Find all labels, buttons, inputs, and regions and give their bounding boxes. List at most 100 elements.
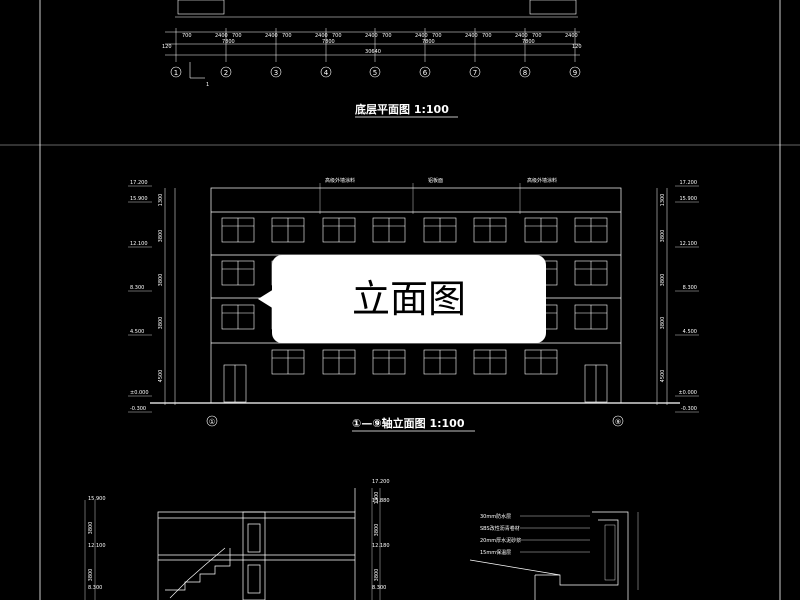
level-label: ±0.000 [130, 390, 149, 396]
bay-dim: 700 [182, 33, 192, 39]
elevation-axes: ① ⑨ [206, 415, 624, 427]
plan-overall-dimension: 30640 [365, 49, 381, 55]
level-label: 12.100 [130, 241, 148, 247]
section-view: 15.900 12.100 8.300 17.200 15.880 12.180 8.30… [84, 479, 390, 600]
level-label: 4.500 [683, 329, 697, 335]
axis-label: 8 [523, 69, 527, 77]
bay-dim: 700 [232, 33, 242, 39]
plan-title: 底层平面图 1:100 [355, 102, 449, 116]
story-dim: 4500 [660, 370, 666, 383]
bay-dim: 700 [532, 33, 542, 39]
bay-dim: 2400 [265, 33, 278, 39]
level-label: 8.300 [683, 285, 697, 291]
story-dim: 3800 [158, 317, 164, 330]
level-label: 15.900 [680, 196, 698, 202]
level-label: 15.880 [372, 498, 390, 504]
axis-label: 4 [324, 69, 329, 77]
level-label: 12.180 [372, 543, 390, 549]
axis-bubble [170, 66, 182, 78]
axis-bubble [220, 66, 232, 78]
level-label: 8.300 [372, 585, 386, 591]
axis-label: 2 [224, 69, 228, 77]
plan-edge-right: 120 [572, 44, 582, 50]
story-dim: 3800 [158, 230, 164, 243]
bay-dim: 2400 [315, 33, 328, 39]
story-dim: 3800 [660, 274, 666, 287]
level-label: 8.300 [130, 285, 144, 291]
elevation-callout-badge: 立面图 [272, 255, 546, 343]
axis-bubble [469, 66, 481, 78]
level-label: 17.200 [130, 180, 148, 186]
section-levels-right: 17.200 15.880 12.180 8.300 [372, 479, 390, 591]
plan-edge-left: 120 [162, 44, 172, 50]
axis-label: 6 [423, 69, 428, 77]
section-dims-left: 3800 3800 [88, 522, 94, 582]
material-note: 铝板面 [428, 177, 443, 184]
bay-dim: 700 [432, 33, 442, 39]
story-dim: 3800 [158, 274, 164, 287]
entrance-doors [223, 364, 608, 403]
level-label: 4.500 [130, 329, 144, 335]
level-label: 15.900 [130, 196, 148, 202]
levels-left: 17.200 15.900 12.100 8.300 4.500 ±0.000 -0.300 [128, 180, 152, 413]
story-dimensions: 1300 1300 3800 3800 3800 3800 3800 3800 4500 4500 [158, 194, 666, 383]
bay-dim: 2400 [215, 33, 228, 39]
level-label: 8.300 [88, 585, 102, 591]
module-dim: 7800 [322, 39, 335, 45]
axis-bubble [270, 66, 282, 78]
axis-bubble [569, 66, 581, 78]
level-label: -0.300 [130, 406, 146, 412]
module-dim: 7800 [522, 39, 535, 45]
story-dim: 3800 [660, 317, 666, 330]
callout-pointer [258, 289, 274, 309]
plan-dimension-ticks [175, 28, 576, 62]
bay-dim: 2400 [365, 33, 378, 39]
detail-note: SBS改性沥青卷材 [480, 525, 520, 532]
bay-dim: 700 [282, 33, 292, 39]
section-dim: 3800 [88, 522, 94, 535]
story-dim: 3800 [660, 230, 666, 243]
plan-module-dimensions: 7800 7800 7800 7800 [222, 39, 535, 45]
axis-label: 7 [473, 69, 477, 77]
bay-dim: 700 [482, 33, 492, 39]
axis-label: 5 [373, 69, 377, 77]
axis-bubble [419, 66, 431, 78]
bay-dim: 2400 [415, 33, 428, 39]
bay-dim: 2400 [465, 33, 478, 39]
axis-bubble [519, 66, 531, 78]
story-dim: 1300 [660, 194, 666, 207]
plan-section-mark: 1 [206, 82, 209, 88]
axis-label: 1 [174, 69, 178, 77]
module-dim: 7800 [222, 39, 235, 45]
section-dim: 3800 [88, 569, 94, 582]
axis-label: 3 [274, 69, 278, 77]
level-label: ±0.000 [678, 390, 697, 396]
plan-bay-dimensions: 700 2400 700 2400 700 2400 700 2400 700 2400 700 24… [182, 33, 578, 39]
bay-dim: 700 [382, 33, 392, 39]
material-notes: 高级外墙涂料 铝板面 高级外墙涂料 [325, 177, 557, 184]
section-dim: 3800 [374, 524, 380, 537]
level-label: 12.100 [88, 543, 106, 549]
level-label: -0.300 [681, 406, 697, 412]
detail-note: 30mm防水层 [480, 513, 511, 520]
level-label: 17.200 [680, 180, 698, 186]
level-label: 17.200 [372, 479, 390, 485]
material-note: 高级外墙涂料 [527, 177, 557, 184]
section-levels-left: 15.900 12.100 8.300 [88, 496, 106, 591]
axis-bubble [369, 66, 381, 78]
level-label: 15.900 [88, 496, 106, 502]
bay-dim: 2400 [515, 33, 528, 39]
axis-left-label: ① [209, 418, 215, 426]
bay-dim: 700 [332, 33, 342, 39]
level-label: 12.100 [680, 241, 698, 247]
module-dim: 7800 [422, 39, 435, 45]
bay-dim: 2400 [565, 33, 578, 39]
story-dim: 4500 [158, 370, 164, 383]
story-dim: 1300 [158, 194, 164, 207]
